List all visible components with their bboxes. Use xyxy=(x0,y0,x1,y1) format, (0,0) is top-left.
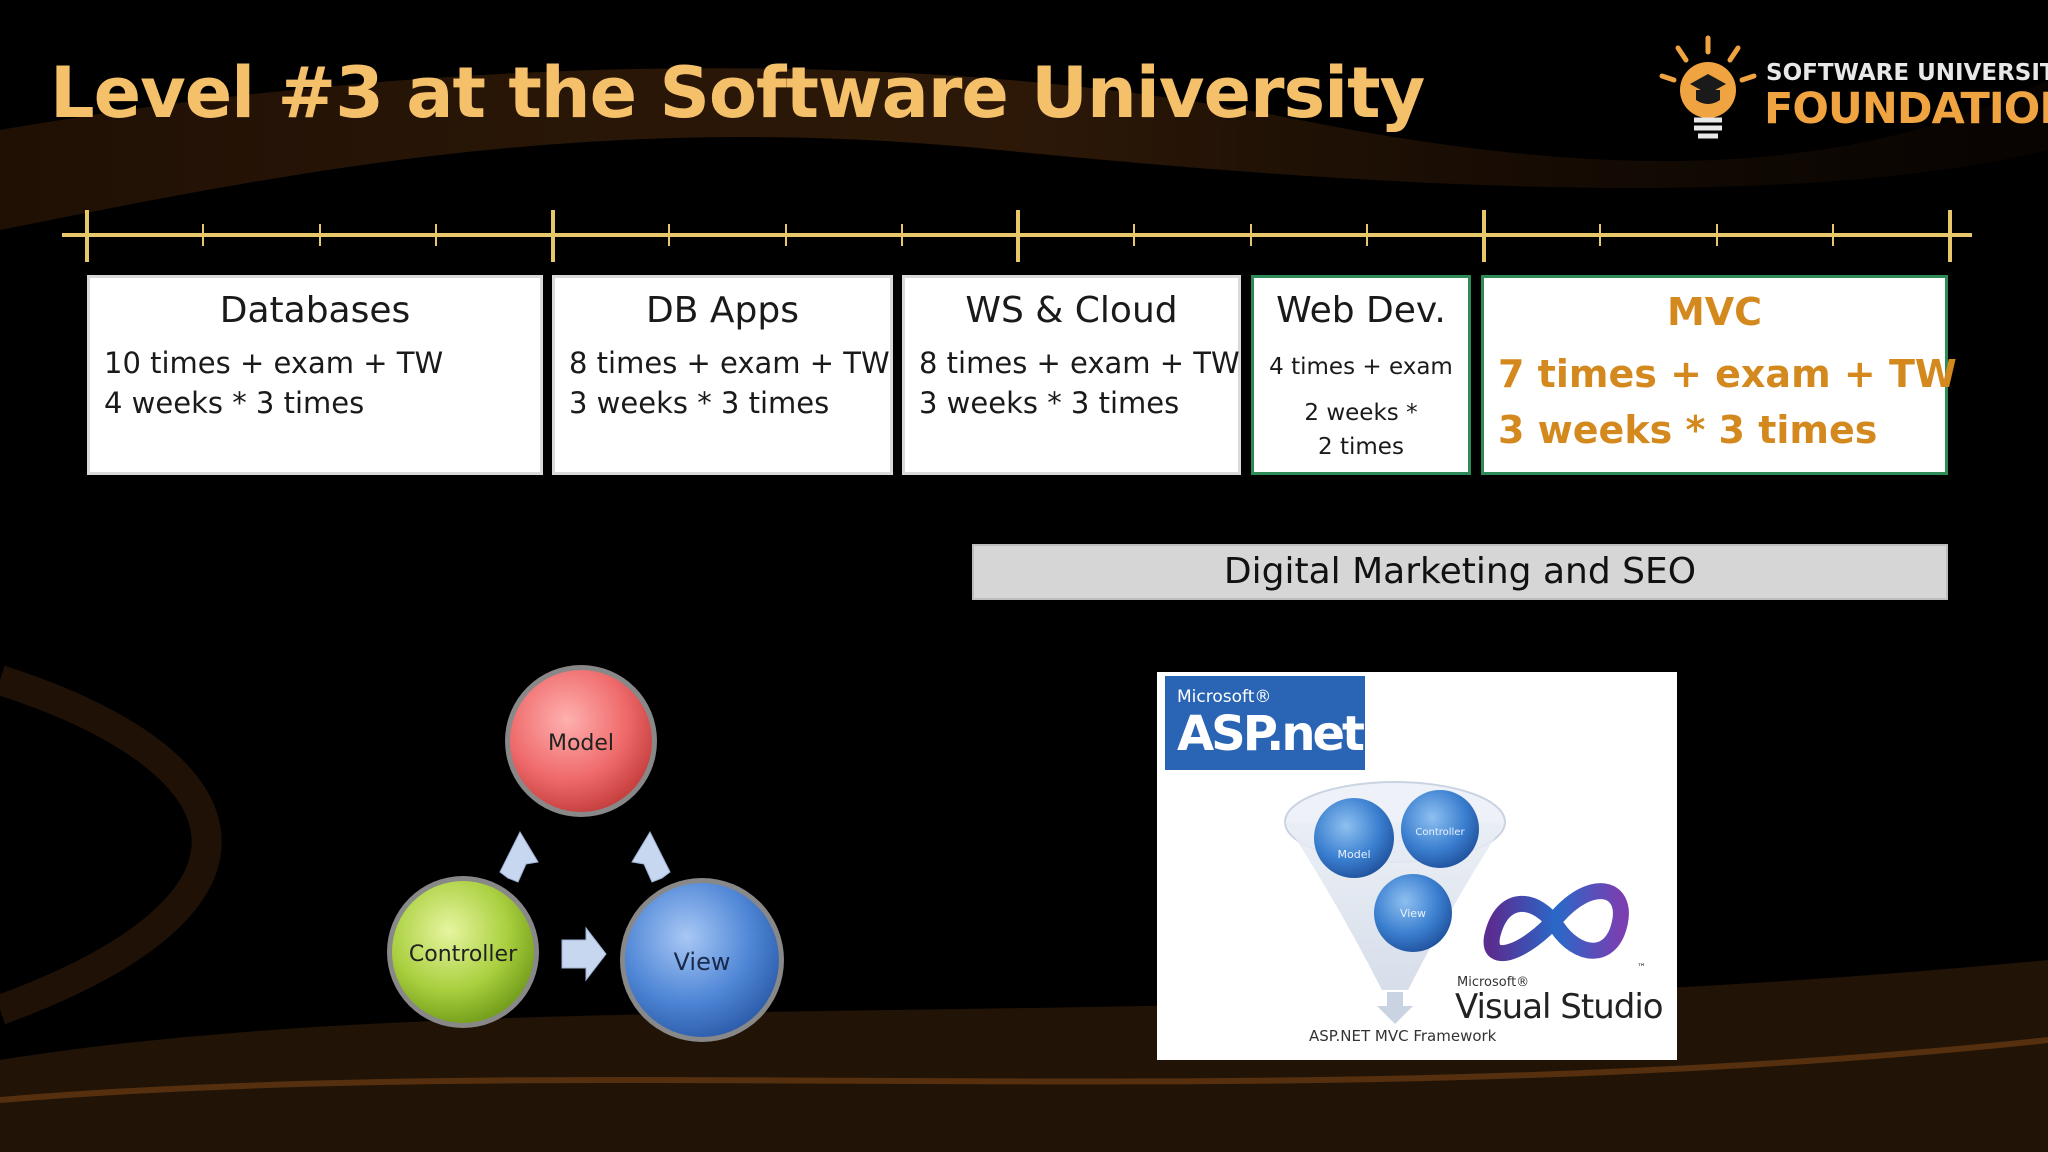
asp-net-label: ASP.net xyxy=(1177,706,1364,762)
course-detail: 3 weeks * 3 times xyxy=(1498,408,1878,452)
logo-text-top: SOFTWARE UNIVERSITY xyxy=(1766,60,2048,86)
course-title: Web Dev. xyxy=(1276,290,1446,331)
softuni-logo: SOFTWARE UNIVERSITY FOUNDATION xyxy=(1650,34,2048,154)
visual-studio-logo: ™ Microsoft® Visual Studio xyxy=(1455,883,1664,1027)
model-ball-label: Model xyxy=(1337,848,1370,861)
controller-node: Controller xyxy=(387,876,539,1028)
course-detail: 3 weeks * 3 times xyxy=(919,386,1180,420)
vs-microsoft-label: Microsoft® xyxy=(1457,975,1529,990)
framework-label: ASP.NET MVC Framework xyxy=(1309,1027,1497,1045)
course-title: Databases xyxy=(219,290,411,331)
course-title: WS & Cloud xyxy=(965,290,1178,331)
arrow-up-right-icon xyxy=(499,830,539,883)
course-detail: 4 weeks * 3 times xyxy=(104,386,365,420)
asp-net-mvc-image: Microsoft® ASP.net Model Controller View… xyxy=(1157,672,1677,1060)
controller-label: Controller xyxy=(409,942,518,967)
view-label: View xyxy=(674,948,731,976)
asp-net-logo: Microsoft® ASP.net xyxy=(1165,676,1367,770)
course-box-db-apps: DB Apps 8 times + exam + TW 3 weeks * 3 … xyxy=(552,275,893,475)
course-box-mvc: MVC 7 times + exam + TW 3 weeks * 3 time… xyxy=(1481,275,1957,475)
controller-ball-label: Controller xyxy=(1415,827,1465,838)
course-detail: 2 weeks * xyxy=(1304,400,1418,426)
view-ball-label: View xyxy=(1400,907,1426,920)
model-label: Model xyxy=(548,731,614,756)
infinity-icon xyxy=(1483,883,1629,962)
course-box-web-dev: Web Dev. 4 times + exam 2 weeks * 2 time… xyxy=(1251,275,1471,475)
course-box-databases: Databases 10 times + exam + TW 4 weeks *… xyxy=(87,275,543,475)
seo-bar: Digital Marketing and SEO xyxy=(972,544,1948,600)
course-detail: 3 weeks * 3 times xyxy=(569,386,830,420)
course-detail: 4 times + exam xyxy=(1269,354,1453,380)
mvc-cycle-diagram: Model Controller View xyxy=(387,665,784,1042)
view-ball: View xyxy=(1374,874,1452,952)
trademark-label: ™ xyxy=(1637,963,1646,973)
visual-studio-label: Visual Studio xyxy=(1455,987,1663,1027)
model-node: Model xyxy=(505,665,657,817)
lightbulb-icon xyxy=(1659,35,1757,139)
microsoft-label: Microsoft® xyxy=(1177,687,1271,707)
course-detail: 8 times + exam + TW xyxy=(919,346,1240,380)
slide-title: Level #3 at the Software University xyxy=(50,52,1425,134)
controller-ball: Controller xyxy=(1401,790,1479,868)
course-box-ws-cloud: WS & Cloud 8 times + exam + TW 3 weeks *… xyxy=(902,275,1241,475)
logo-text-bottom: FOUNDATION xyxy=(1764,84,2048,134)
course-detail: 8 times + exam + TW xyxy=(569,346,890,380)
model-ball: Model xyxy=(1314,798,1394,878)
course-title: MVC xyxy=(1666,290,1763,334)
course-detail: 2 times xyxy=(1318,434,1404,460)
course-detail: 10 times + exam + TW xyxy=(104,346,444,380)
arrow-right-icon xyxy=(561,926,607,982)
course-detail: 7 times + exam + TW xyxy=(1498,352,1957,396)
view-node: View xyxy=(620,878,784,1042)
course-title: DB Apps xyxy=(646,290,799,331)
timeline-axis xyxy=(62,210,1972,262)
arrow-up-left-icon xyxy=(631,830,671,883)
